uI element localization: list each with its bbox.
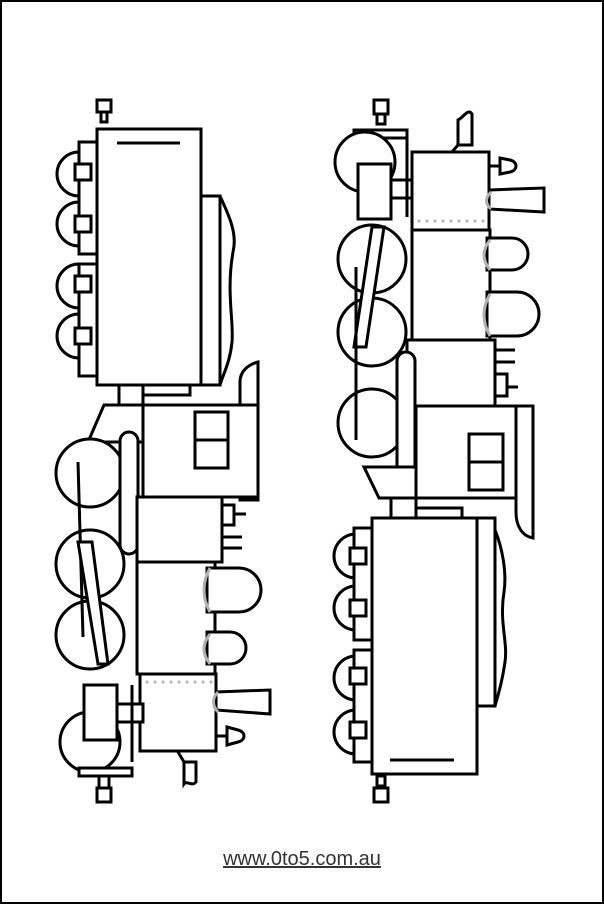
right-engine (333, 98, 546, 540)
website-link-text[interactable]: www.0to5.com.au (223, 848, 381, 870)
left-tender (55, 98, 236, 387)
website-link[interactable]: www.0to5.com.au (2, 848, 602, 871)
right-tender (332, 516, 508, 804)
left-train (54, 98, 272, 804)
right-train (332, 98, 546, 804)
left-engine (54, 360, 272, 804)
